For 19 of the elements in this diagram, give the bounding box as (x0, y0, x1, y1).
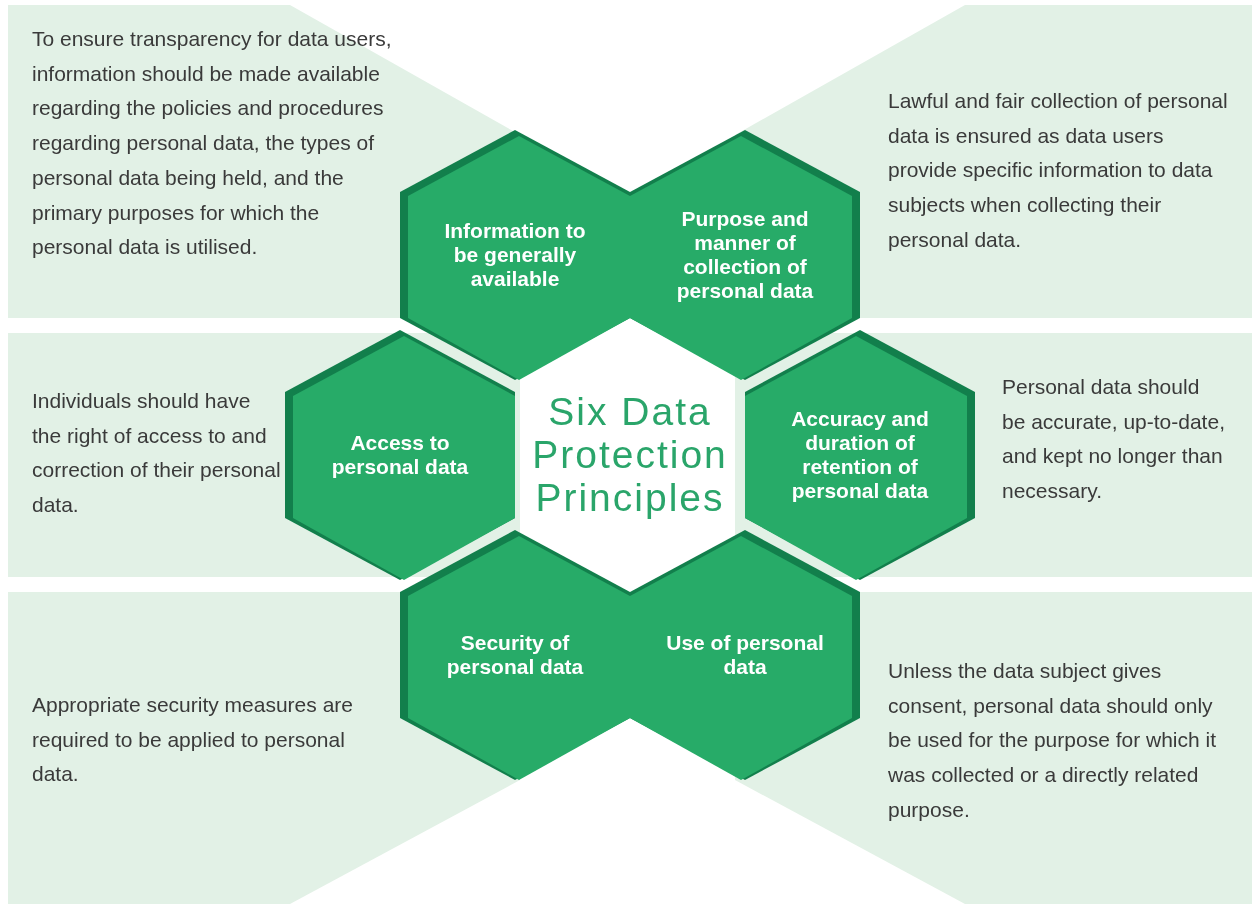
principle-title: Information to be generally available (443, 219, 587, 291)
principle-hexagon (400, 530, 630, 780)
description-text: Lawful and fair collection of personal data is ensured as data users provide specific information to data subjects when collecting their personal data. (888, 88, 1229, 253)
principle-hexagon (630, 130, 860, 380)
description-text: Individuals should have the right of access to and correction of their personal data. (32, 388, 282, 519)
description-text: Personal data should be accurate, up-to-date, and kept no longer than necessary. (1002, 374, 1226, 505)
principle-title: Access to personal data (330, 431, 470, 479)
description-text: Appropriate security measures are required to be applied to personal data. (32, 692, 354, 788)
principle-hexagon (745, 330, 975, 580)
principle-hexagon (630, 530, 860, 780)
principle-title: Security of personal data (445, 631, 585, 679)
principle-title: Purpose and manner of collection of personal data (675, 207, 815, 303)
description-text: Unless the data subject gives consent, personal data should only be used for the purpose for which it was collected or a directly related purpose. (888, 658, 1218, 823)
principle-title: Use of personal data (665, 631, 825, 679)
description-text: To ensure transparency for data users, information should be made available regarding the policies and procedures regarding personal data, the types of personal data being held, and the primary purposes for which the personal data is utilised. (32, 26, 392, 261)
principle-hexagon (400, 130, 630, 380)
diagram-title: Six Data Protection Principles (531, 390, 729, 519)
principle-hexagon (285, 330, 515, 580)
principle-title: Accuracy and duration of retention of personal data (790, 407, 930, 503)
